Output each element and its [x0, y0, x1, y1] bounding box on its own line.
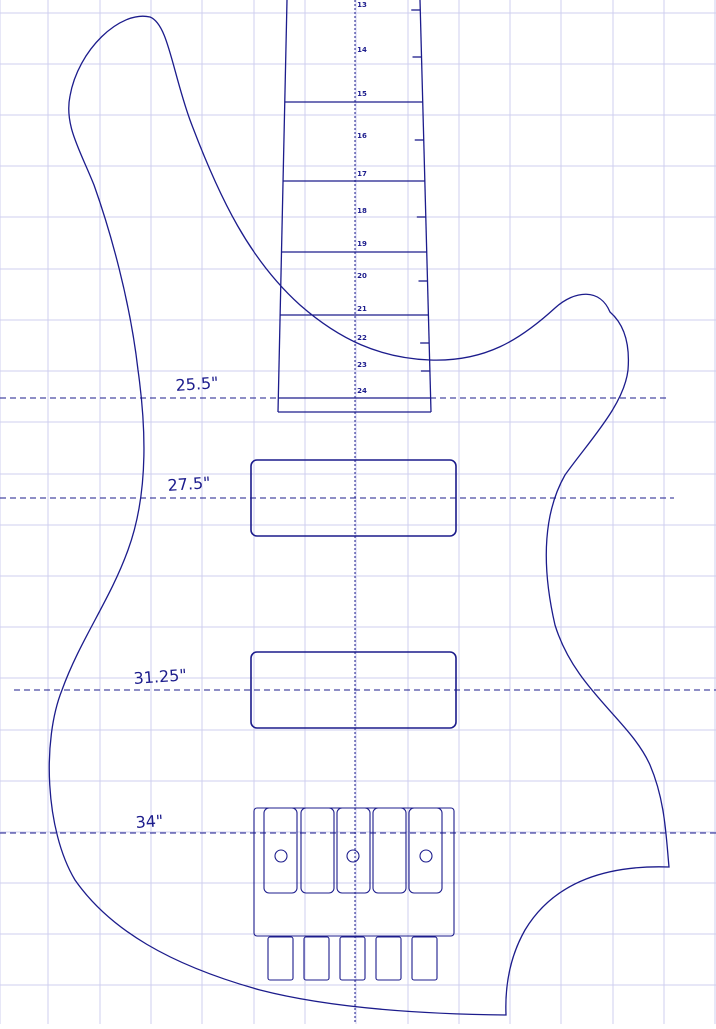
fret-number-18: 18	[357, 207, 367, 215]
bridge-screw-right	[419, 849, 433, 863]
fret-number-23: 23	[357, 361, 367, 369]
bridge-saddle	[372, 807, 407, 894]
fret-number-21: 21	[357, 305, 367, 313]
fret-number-24: 24	[357, 387, 367, 395]
string-anchor	[267, 936, 294, 981]
string-anchor	[375, 936, 402, 981]
body-outline	[48, 15, 670, 1016]
fret-side-marks	[411, 9, 430, 372]
scale-lines	[0, 397, 716, 834]
frets	[278, 101, 431, 399]
bridge-plate	[253, 807, 455, 937]
fret-number-17: 17	[357, 170, 367, 178]
fret-number-14: 14	[357, 46, 367, 54]
neck-pickup	[250, 459, 457, 537]
scale-labels: 25.5" 27.5" 31.25" 34"	[133, 373, 219, 832]
scale-label-31-25: 31.25"	[133, 665, 187, 688]
fret-number-19: 19	[357, 240, 367, 248]
bridge	[253, 807, 455, 981]
fret-number-22: 22	[357, 334, 367, 342]
string-anchor	[303, 936, 330, 981]
fret-numbers: 13 14 15 16 17 18 19 20 21 22 23 24	[357, 1, 367, 395]
bridge-string-anchors	[267, 936, 438, 981]
neck-edge-left	[277, 0, 288, 413]
string-anchor	[411, 936, 438, 981]
bridge-saddle	[263, 807, 298, 894]
fret-number-16: 16	[357, 132, 367, 140]
fret-number-20: 20	[357, 272, 367, 280]
fret-number-13: 13	[357, 1, 367, 9]
bridge-pickup	[250, 651, 457, 729]
bridge-saddle	[300, 807, 335, 894]
bridge-saddle	[336, 807, 371, 894]
scale-label-25-5: 25.5"	[175, 373, 219, 395]
fret-number-15: 15	[357, 90, 367, 98]
scale-label-27-5: 27.5"	[167, 473, 211, 495]
scale-label-34: 34"	[135, 811, 164, 832]
string-anchor	[339, 936, 366, 981]
bridge-saddle	[408, 807, 443, 894]
neck-edge-right	[419, 0, 432, 413]
bridge-saddles	[263, 807, 443, 894]
bridge-screw-center	[346, 849, 360, 863]
bridge-screw-left	[274, 849, 288, 863]
